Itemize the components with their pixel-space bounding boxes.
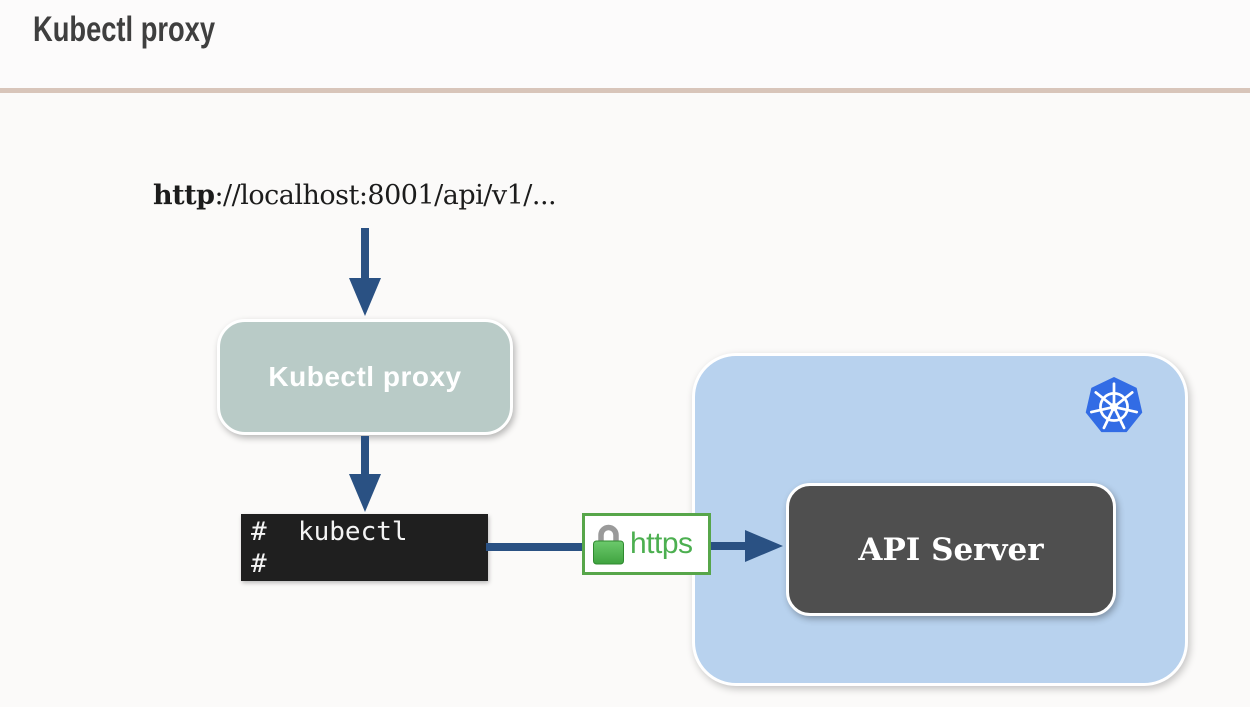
header-divider [0,88,1250,93]
terminal-line-2: # [251,549,267,579]
arrow-right-https-to-api-icon [709,530,783,562]
kubernetes-logo-icon [1085,376,1143,433]
kubectl-proxy-label: Kubectl proxy [268,361,462,392]
arrow-down-proxy-to-terminal-icon [349,436,381,512]
https-badge: https [582,513,711,575]
page-title: Kubectl proxy [33,10,216,49]
api-server-label: API Server [858,531,1044,568]
url-rest: ://localhost:8001/api/v1/... [214,180,557,211]
terminal-line-1: # kubectl [251,517,408,547]
kubectl-terminal: # kubectl# [241,514,488,581]
arrow-down-url-to-proxy-icon [349,228,381,316]
kubectl-proxy-box: Kubectl proxy [217,319,513,435]
lock-icon [593,524,624,565]
slide-header: Kubectl proxy [0,0,1250,88]
kubernetes-cluster-box: API Server [692,353,1188,686]
api-server-box: API Server [786,483,1116,616]
https-label: https [630,527,693,560]
proxy-url-text: http://localhost:8001/api/v1/... [153,180,557,211]
connector-terminal-to-https [486,543,584,551]
url-scheme: http [153,180,215,211]
